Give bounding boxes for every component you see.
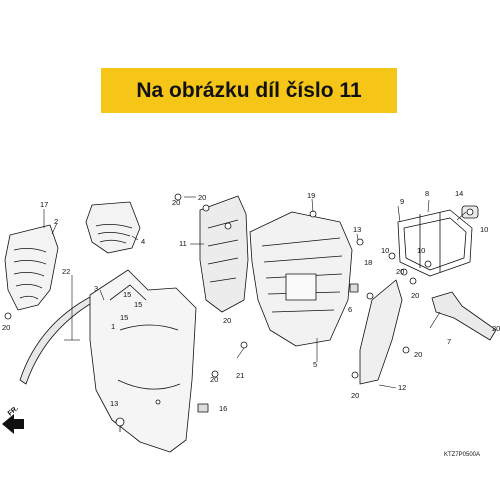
callout-11: 11 xyxy=(179,239,187,248)
emblem-cover-part xyxy=(85,201,141,254)
callout-15c: 15 xyxy=(120,313,128,322)
callout-5: 5 xyxy=(313,360,317,369)
callout-20d: 20 xyxy=(411,291,419,300)
grip-lever-part xyxy=(431,291,497,341)
callout-1: 1 xyxy=(111,322,115,331)
callout-10: 10 xyxy=(480,225,488,234)
front-direction-arrow: FR. xyxy=(2,405,24,434)
figure-code: KTZ7P0500A xyxy=(444,452,480,458)
lock-cylinder-part xyxy=(461,205,479,219)
clip-part-16 xyxy=(197,403,209,413)
leg-shield-part xyxy=(89,269,197,453)
callout-20b: 20 xyxy=(172,198,180,207)
screw-part-13 xyxy=(115,417,125,432)
callout-14: 14 xyxy=(455,189,463,198)
nut-part-6 xyxy=(349,283,359,293)
callout-22: 22 xyxy=(62,267,70,276)
callout-20f: 20 xyxy=(223,316,231,325)
callout-10b: 10 xyxy=(381,246,389,255)
inner-rack-part xyxy=(249,211,353,347)
inner-panel-part-11 xyxy=(199,195,249,313)
callout-9: 9 xyxy=(400,197,404,206)
callout-12: 12 xyxy=(398,383,406,392)
callout-20c: 20 xyxy=(396,267,404,276)
bolt-markers xyxy=(4,193,432,379)
callout-18: 18 xyxy=(364,258,372,267)
front-marker-label: FR. xyxy=(7,405,20,418)
leader-lines xyxy=(43,196,467,389)
callout-4: 4 xyxy=(141,237,145,246)
callout-20i: 20 xyxy=(210,375,218,384)
callout-20g: 20 xyxy=(492,324,500,333)
callout-19: 19 xyxy=(307,191,315,200)
callout-20j: 20 xyxy=(351,391,359,400)
callout-3: 3 xyxy=(94,284,98,293)
callout-13: 13 xyxy=(353,225,361,234)
callout-15b: 15 xyxy=(134,300,142,309)
callout-6: 6 xyxy=(348,305,352,314)
callout-7: 7 xyxy=(447,337,451,346)
callout-10c: 10 xyxy=(417,246,425,255)
lower-cover-part xyxy=(359,279,403,385)
callout-13b: 13 xyxy=(110,399,118,408)
callout-17: 17 xyxy=(40,200,48,209)
callout-21: 21 xyxy=(236,371,244,380)
callout-8: 8 xyxy=(425,189,429,198)
front-grille-part xyxy=(4,224,59,311)
callout-20e: 20 xyxy=(2,323,10,332)
callout-15: 15 xyxy=(123,290,131,299)
part-number-banner: Na obrázku díl číslo 11 xyxy=(101,68,397,113)
bracket-frame-part xyxy=(397,209,473,277)
callout-20h: 20 xyxy=(414,350,422,359)
callout-2: 2 xyxy=(54,217,58,226)
callout-20: 20 xyxy=(198,193,206,202)
callout-16: 16 xyxy=(219,404,227,413)
banner-text: Na obrázku díl číslo 11 xyxy=(136,78,362,102)
callout-labels: 20 17 2 4 20 11 19 13 9 8 14 10 10 10 18… xyxy=(2,189,500,413)
